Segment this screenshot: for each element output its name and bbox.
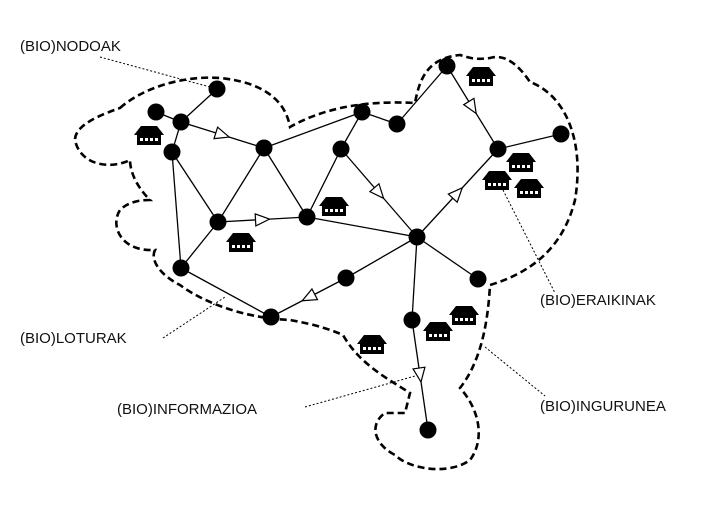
leader-buildings <box>502 189 556 294</box>
house-icon <box>319 197 349 216</box>
node-3 <box>172 113 190 131</box>
node-4 <box>163 143 181 161</box>
node-12 <box>489 140 507 158</box>
node-15 <box>337 269 355 287</box>
link-4-17 <box>171 151 182 269</box>
link-14-19 <box>411 236 418 321</box>
node-19 <box>403 311 421 329</box>
node-10 <box>388 115 406 133</box>
nodes-layer <box>147 57 570 439</box>
house-icon <box>423 322 453 341</box>
link-4-6 <box>171 151 219 223</box>
node-5 <box>255 139 273 157</box>
house-icon <box>514 179 544 198</box>
node-1 <box>208 80 226 98</box>
leader-nodes <box>99 56 211 88</box>
house-icon <box>482 171 512 190</box>
information-flow-arrow-icon <box>213 126 231 140</box>
label-buildings: (BIO)ERAIKINAK <box>540 292 656 309</box>
information-flow-arrow-icon <box>462 97 477 115</box>
node-11 <box>438 57 456 75</box>
information-flow-arrow-icon <box>368 182 385 200</box>
buildings-layer <box>134 67 544 354</box>
node-7 <box>298 208 316 226</box>
link-9-7 <box>306 148 342 218</box>
leader-environment <box>484 346 546 397</box>
link-10-11 <box>396 65 448 125</box>
leader-links <box>162 296 226 339</box>
label-links: (BIO)LOTURAK <box>20 330 127 347</box>
link-14-15 <box>345 236 418 279</box>
label-nodes: (BIO)NODOAK <box>20 38 121 55</box>
house-icon <box>466 67 496 86</box>
environment-boundary <box>73 53 579 471</box>
link-6-17 <box>180 221 219 269</box>
label-leader-lines <box>99 56 556 408</box>
information-flow-arrow-icon <box>254 213 272 227</box>
link-14-16 <box>416 236 479 280</box>
node-6 <box>209 213 227 231</box>
link-7-14 <box>306 216 418 238</box>
node-20 <box>419 421 437 439</box>
node-17 <box>172 259 190 277</box>
node-9 <box>332 140 350 158</box>
link-12-13 <box>497 133 562 150</box>
label-information: (BIO)INFORMAZIOA <box>117 401 257 418</box>
link-5-6 <box>217 147 265 223</box>
information-flow-arrow-icon <box>412 366 426 384</box>
house-icon <box>226 233 256 252</box>
leader-information <box>304 375 416 408</box>
node-18 <box>262 308 280 326</box>
node-2 <box>147 103 165 121</box>
house-icon <box>449 306 479 325</box>
house-icon <box>134 126 164 145</box>
label-environment: (BIO)INGURUNEA <box>540 398 666 415</box>
information-flow-arrow-icon <box>300 287 319 302</box>
links-layer <box>155 65 562 431</box>
link-5-8 <box>263 111 363 149</box>
node-8 <box>353 103 371 121</box>
node-14 <box>408 228 426 246</box>
information-flow-arrow-icon <box>447 186 464 204</box>
link-5-7 <box>263 147 308 218</box>
link-17-18 <box>180 267 272 318</box>
node-16 <box>469 270 487 288</box>
house-icon <box>357 335 387 354</box>
node-13 <box>552 125 570 143</box>
house-icon <box>506 153 536 172</box>
